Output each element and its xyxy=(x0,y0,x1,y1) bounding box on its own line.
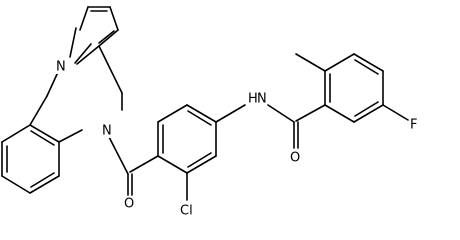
benzo-ring xyxy=(1,124,83,194)
bond-c-ring xyxy=(295,104,326,122)
bond-pyr-c2-c3 xyxy=(109,6,119,31)
bond-ndiaz-co xyxy=(107,134,129,175)
label-bg-ndiaz xyxy=(100,122,114,138)
pyrrole-ring xyxy=(76,6,119,65)
bond-fp-f xyxy=(382,104,409,121)
bond-cp-2-inner xyxy=(187,152,212,168)
bond-bz-4-inner xyxy=(30,172,55,188)
bond-npyr-ch2a xyxy=(46,71,59,97)
bond-c5-npyr xyxy=(69,27,77,58)
bond-fp-2 xyxy=(324,53,355,72)
bond-cp-4 xyxy=(186,104,217,123)
bond-methyl xyxy=(295,53,326,72)
bond-fp-3-inner xyxy=(354,59,379,75)
bond-pyr-c1-c5 xyxy=(79,6,89,31)
label-bg-npyr xyxy=(54,58,68,74)
amide-linker xyxy=(267,104,326,149)
bond-ch2a-benzo xyxy=(29,95,48,126)
bond-fp-3 xyxy=(353,53,384,72)
structure-canvas: N N O Cl H N O F xyxy=(1,6,417,219)
bond-c3a-ch2b xyxy=(98,45,123,94)
bond-fp-5 xyxy=(353,104,384,123)
bond-bz-6 xyxy=(29,124,60,143)
atom-o-carbonyl: O xyxy=(124,197,134,212)
bond-cp-5 xyxy=(157,104,188,123)
molecule-diagram: N N O Cl H N O F xyxy=(1,6,417,219)
bond-cp-4-inner xyxy=(187,110,212,126)
bond-c3a-npyr xyxy=(74,43,92,64)
diazepine-core xyxy=(29,27,123,126)
bond-co-ring xyxy=(129,155,159,173)
bond-bz-3 xyxy=(1,175,31,194)
bond-cp-nh xyxy=(215,104,246,123)
bond-cp-2 xyxy=(186,155,217,174)
bond-fp-5-inner xyxy=(354,101,379,117)
bond-bz-6-inner xyxy=(30,130,55,146)
bond-nh-c xyxy=(267,104,295,123)
fluorophenyl-ring xyxy=(295,53,409,123)
atom-cl: Cl xyxy=(180,204,193,219)
bond-pyr-c3-c3a-inner xyxy=(98,30,115,44)
chlorophenyl-ring xyxy=(157,104,246,201)
bond-fp-6 xyxy=(324,104,355,123)
bond-bz-4 xyxy=(29,175,60,194)
carbonyl-linker xyxy=(107,134,159,196)
bond-pyr-c3-c3a xyxy=(98,29,119,47)
atom-n-pyrrole: N xyxy=(56,60,66,75)
atom-f: F xyxy=(410,118,417,133)
atom-n-diazepine: N xyxy=(102,124,112,139)
atom-labels: N N O Cl H N O F xyxy=(54,58,417,219)
bond-bz-1 xyxy=(1,124,31,143)
bond-cp-1 xyxy=(157,155,188,174)
atom-o-amide: O xyxy=(290,151,300,166)
bond-bz-ndiaz xyxy=(58,129,83,143)
bond-pyr-c3a-ring xyxy=(76,45,100,65)
atom-n-amide: N xyxy=(257,92,267,107)
atom-h-amide: H xyxy=(248,92,258,107)
